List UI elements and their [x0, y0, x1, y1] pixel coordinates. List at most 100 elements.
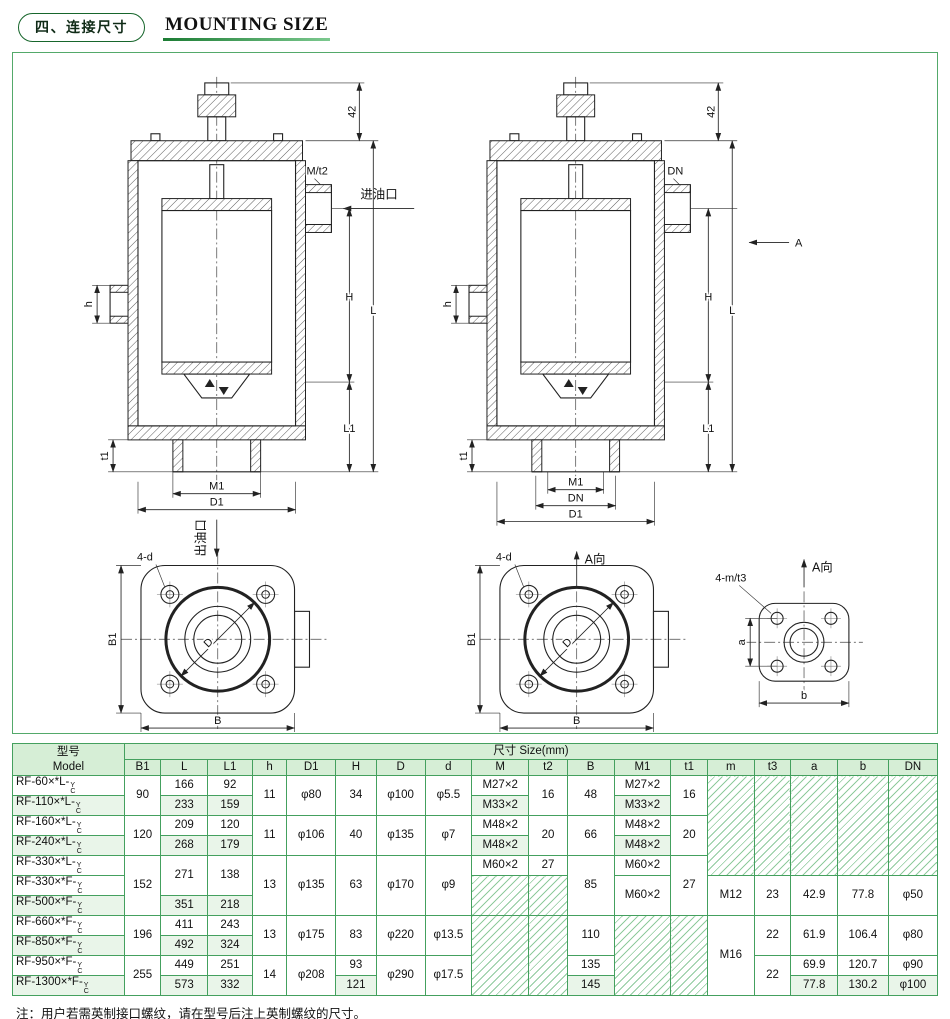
- bottom-view-left: D 4-d B1 B: [105, 550, 327, 733]
- value-cell: M33×2: [471, 795, 530, 816]
- value-cell: φ80: [887, 915, 939, 956]
- value-cell: 61.9: [790, 915, 839, 956]
- value-cell: 120: [207, 815, 253, 836]
- value-cell: M12: [706, 875, 755, 916]
- value-cell: φ13.5: [424, 915, 473, 956]
- label-4d-left: 4-d: [137, 552, 153, 564]
- value-cell: φ9: [424, 855, 473, 916]
- value-cell: φ290: [375, 955, 426, 996]
- value-cell: 121: [335, 975, 377, 996]
- dim-t1-right: t1: [458, 451, 470, 460]
- dim-B1-middle-view: B1: [466, 633, 478, 646]
- value-cell: 48: [566, 775, 615, 816]
- technical-drawing: 42 M/t2 进油口 h t1 M1: [81, 76, 863, 733]
- value-cell: M48×2: [613, 835, 672, 856]
- dim-42-left: 42: [346, 106, 358, 118]
- value-cell: 77.8: [837, 875, 889, 916]
- value-cell: M48×2: [471, 815, 530, 836]
- value-cell: 11: [251, 775, 288, 816]
- na-cell: [887, 775, 939, 876]
- left-section-dimensions: 42 M/t2 进油口 h t1 M1: [81, 82, 415, 558]
- value-cell: 27: [528, 855, 568, 876]
- col-header-t3: t3: [753, 759, 792, 776]
- dim-42-right: 42: [705, 106, 717, 118]
- na-cell: [471, 915, 530, 996]
- value-cell: 251: [207, 955, 253, 976]
- value-cell: 411: [160, 915, 209, 936]
- col-header-H: H: [335, 759, 377, 776]
- value-cell: 22: [753, 915, 792, 956]
- na-cell: [528, 915, 568, 996]
- value-cell: 243: [207, 915, 253, 936]
- na-cell: [471, 875, 530, 916]
- value-cell: M16: [706, 915, 755, 996]
- value-cell: φ50: [887, 875, 939, 916]
- value-cell: 23: [753, 875, 792, 916]
- dim-h-left: h: [83, 301, 95, 307]
- value-cell: 209: [160, 815, 209, 836]
- value-cell: 13: [251, 855, 288, 916]
- col-header-D: D: [375, 759, 426, 776]
- col-header-t2: t2: [528, 759, 568, 776]
- dim-d1-left: D1: [210, 497, 224, 509]
- value-cell: φ80: [286, 775, 337, 816]
- value-cell: 271: [160, 855, 209, 896]
- dim-a-flange: a: [736, 638, 748, 645]
- value-cell: 16: [528, 775, 568, 816]
- section-badge-text: 四、连接尺寸: [35, 19, 128, 35]
- right-section-view: [468, 76, 691, 482]
- col-header-L: L: [160, 759, 209, 776]
- value-cell: φ17.5: [424, 955, 473, 996]
- title-wrap: MOUNTING SIZE: [163, 14, 331, 42]
- col-header-M: M: [471, 759, 530, 776]
- value-cell: 179: [207, 835, 253, 856]
- dim-dn-bottom: DN: [568, 493, 584, 505]
- na-cell: [670, 915, 708, 996]
- value-cell: 63: [335, 855, 377, 916]
- value-cell: 218: [207, 895, 253, 916]
- value-cell: 34: [335, 775, 377, 816]
- value-cell: M48×2: [471, 835, 530, 856]
- dim-d1-right: D1: [569, 509, 583, 521]
- value-cell: 83: [335, 915, 377, 956]
- value-cell: 332: [207, 975, 253, 996]
- value-cell: 324: [207, 935, 253, 956]
- na-cell: [613, 915, 672, 996]
- dim-L-left: L: [370, 305, 376, 317]
- value-cell: 13: [251, 915, 288, 956]
- value-cell: 42.9: [790, 875, 839, 916]
- dim-L1-left: L1: [343, 423, 355, 435]
- value-cell: M27×2: [471, 775, 530, 796]
- dim-b-flange: b: [801, 690, 807, 702]
- value-cell: 92: [207, 775, 253, 796]
- value-cell: φ90: [887, 955, 939, 976]
- na-cell: [837, 775, 889, 876]
- value-cell: 20: [670, 815, 708, 856]
- col-header-d: d: [424, 759, 473, 776]
- col-header-DN: DN: [887, 759, 939, 776]
- label-4m-t3: 4-m/t3: [715, 572, 746, 584]
- value-cell: φ135: [286, 855, 337, 916]
- value-cell: φ208: [286, 955, 337, 996]
- value-cell: M60×2: [613, 855, 672, 876]
- col-header-b: b: [837, 759, 889, 776]
- label-view-a-middle: A向: [585, 551, 606, 566]
- dim-B-middle-view: B: [573, 715, 580, 727]
